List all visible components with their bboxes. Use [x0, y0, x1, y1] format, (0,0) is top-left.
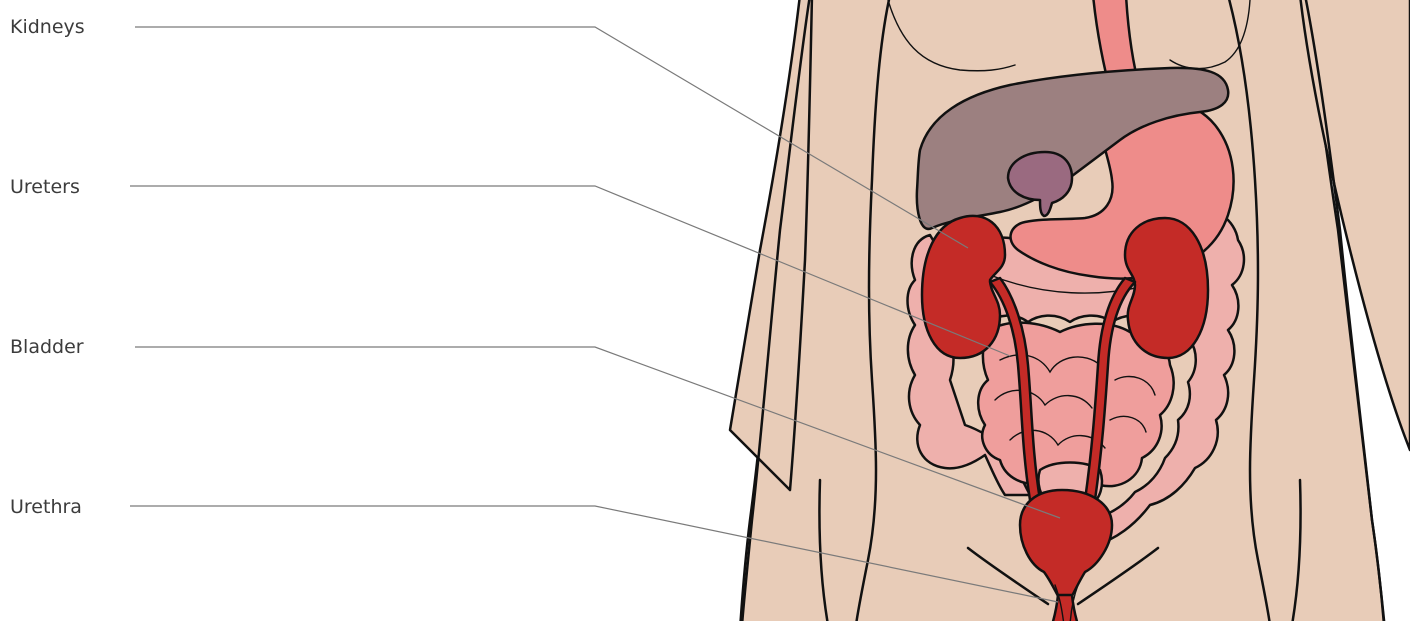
kidneys-label: Kidneys [10, 16, 85, 38]
ureters-label: Ureters [10, 176, 80, 198]
bladder-label: Bladder [10, 336, 84, 358]
urethra-label: Urethra [10, 496, 82, 518]
right-kidney [1125, 218, 1208, 358]
labels: Kidneys Ureters Bladder Urethra [10, 16, 85, 518]
